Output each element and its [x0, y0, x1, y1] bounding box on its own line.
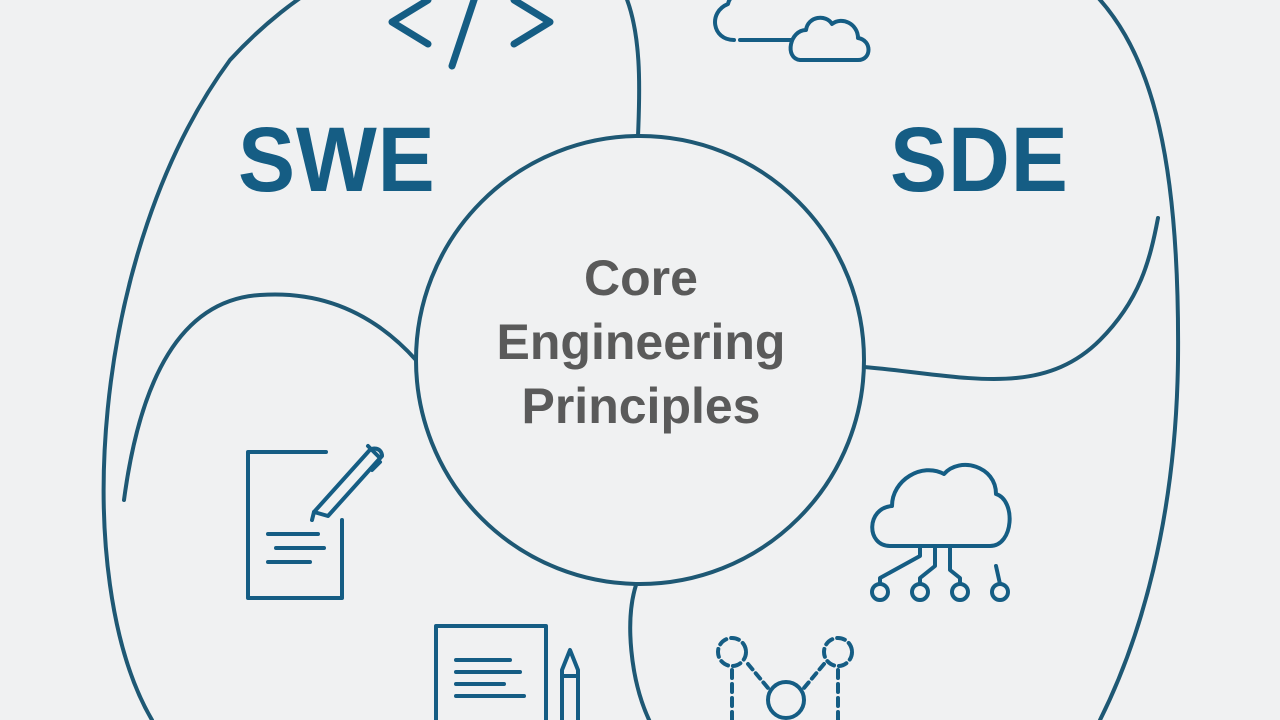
sde-label: SDE	[890, 109, 1069, 211]
center-line-1: Core	[584, 250, 698, 306]
center-label: Core Engineering Principles	[440, 246, 842, 438]
center-line-3: Principles	[521, 378, 761, 434]
center-circle	[414, 134, 866, 586]
center-line-2: Engineering	[496, 314, 786, 370]
cloud-network-icon	[870, 463, 1012, 602]
outer-circle	[101, 0, 1181, 720]
node-graph-icon	[716, 636, 854, 720]
document-pen-icon	[246, 444, 384, 600]
code-brackets-icon	[388, 0, 554, 70]
clouds-icon	[713, 0, 871, 62]
divider-top	[625, 0, 642, 138]
divider-left	[122, 292, 418, 502]
swe-label: SWE	[238, 109, 436, 211]
notes-pencil-icon	[434, 624, 580, 720]
divider-bottom	[628, 583, 652, 720]
divider-right	[862, 216, 1160, 381]
